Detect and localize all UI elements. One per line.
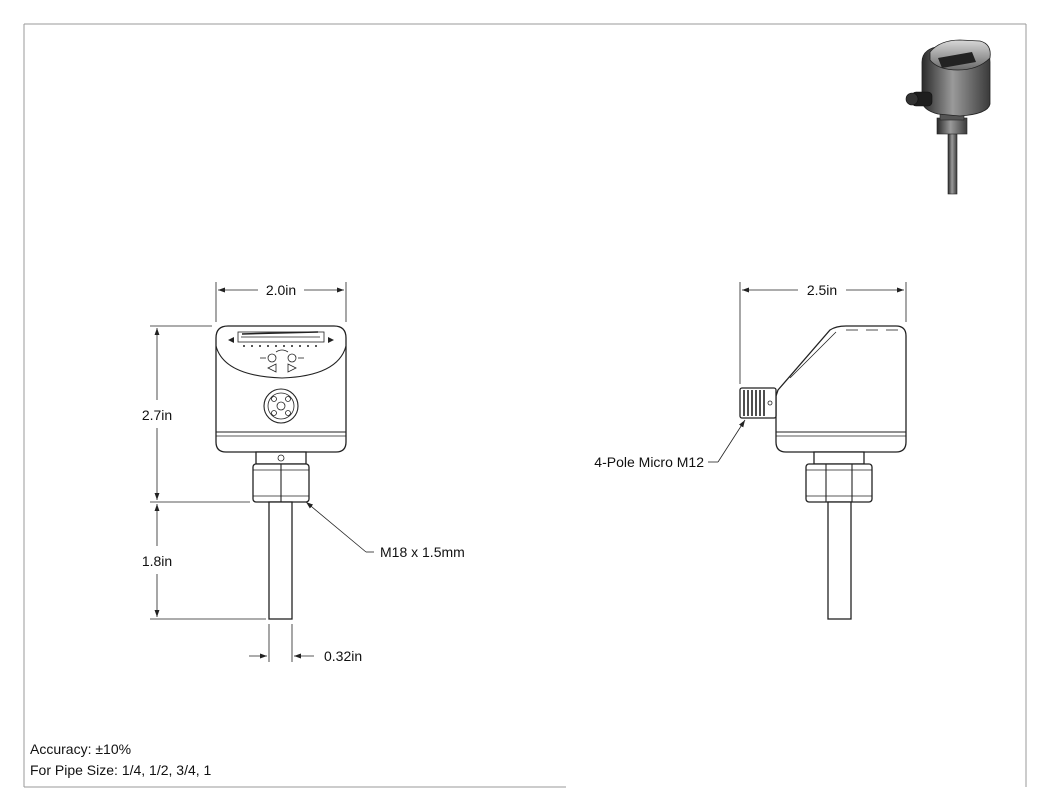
sensor-front-view	[215, 325, 347, 620]
dim-label-probe-diameter: 0.32in	[324, 648, 362, 664]
dim-label-probe-length: 1.8in	[142, 553, 172, 569]
callout-thread: M18 x 1.5mm	[305, 501, 465, 560]
callout-label-thread: M18 x 1.5mm	[380, 544, 465, 560]
sensor-side-view	[739, 325, 907, 620]
callout-connector: 4-Pole Micro M12	[594, 419, 746, 470]
sheet-frame	[23, 23, 1027, 788]
dimension-body-height: 2.7in	[142, 325, 250, 503]
dim-label-body-height: 2.7in	[142, 407, 172, 423]
dimension-probe-length: 1.8in	[142, 504, 266, 620]
callout-label-connector: 4-Pole Micro M12	[594, 454, 704, 470]
sensor-isometric-icon	[905, 39, 991, 195]
dimension-probe-diameter: 0.32in	[249, 624, 362, 664]
pipe-size-note: For Pipe Size: 1/4, 1/2, 3/4, 1	[30, 762, 212, 778]
dim-label-side-width: 2.5in	[807, 282, 837, 298]
accuracy-note: Accuracy: ±10%	[30, 741, 132, 757]
dim-label-front-width: 2.0in	[266, 282, 296, 298]
dimension-side-width: 2.5in	[739, 282, 907, 384]
dimension-front-width: 2.0in	[215, 282, 347, 322]
